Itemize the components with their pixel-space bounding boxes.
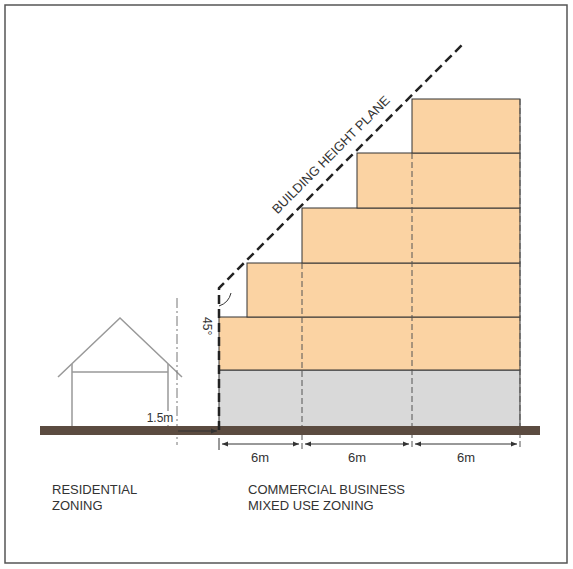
dimension-label: 6m <box>348 450 366 466</box>
angle-arc <box>219 293 231 306</box>
building <box>219 99 520 427</box>
boundary-line <box>177 298 178 445</box>
dimension-label: 6m <box>251 450 269 466</box>
dimension-label: 6m <box>457 450 475 466</box>
height-plane <box>219 44 463 430</box>
ground <box>40 426 540 435</box>
dimension-lines <box>178 431 517 450</box>
angle-label: 45° <box>200 317 214 335</box>
zone-label: COMMERCIAL BUSINESS MIXED USE ZONING <box>248 482 428 513</box>
frame <box>5 5 567 563</box>
zone-label: RESIDENTIAL ZONING <box>52 482 152 513</box>
house <box>58 318 182 428</box>
setback-dimension: 1.5m <box>145 411 176 425</box>
